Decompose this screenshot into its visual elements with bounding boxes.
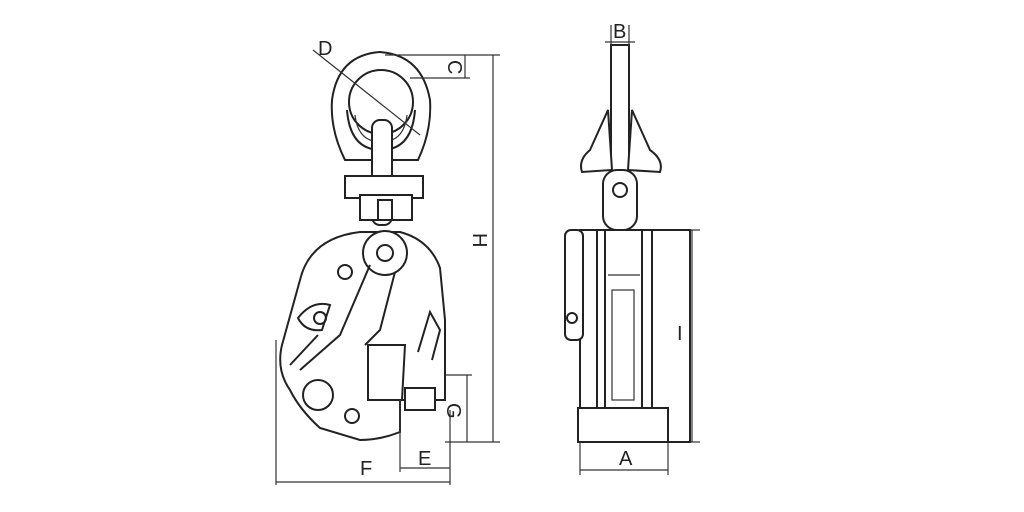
jaw-tooth bbox=[417, 309, 442, 361]
label-H: H bbox=[468, 233, 490, 247]
side-gusset-right bbox=[626, 109, 662, 174]
side-link-pin bbox=[612, 182, 628, 198]
lower-hole bbox=[344, 408, 360, 424]
pivot-pin bbox=[376, 244, 394, 262]
label-B: B bbox=[613, 21, 626, 43]
lower-boss bbox=[302, 379, 334, 411]
dim-D-line bbox=[312, 49, 421, 136]
label-A: A bbox=[619, 448, 633, 470]
body-hole bbox=[337, 264, 353, 280]
pad bbox=[404, 387, 436, 411]
side-handle bbox=[564, 229, 584, 341]
swivel-nut bbox=[377, 199, 393, 221]
front-view: D C H G F E bbox=[275, 38, 500, 485]
side-body bbox=[579, 229, 691, 443]
label-E: E bbox=[418, 448, 431, 470]
side-eye-plate bbox=[610, 44, 630, 186]
lifting-eye bbox=[330, 50, 432, 161]
label-D: D bbox=[318, 38, 332, 60]
handle-hole bbox=[313, 311, 327, 325]
side-view: B I A bbox=[564, 21, 700, 475]
side-cam bbox=[611, 289, 635, 401]
label-F: F bbox=[360, 458, 372, 480]
pivot-boss bbox=[362, 230, 408, 276]
label-C: C bbox=[443, 60, 465, 74]
spring bbox=[289, 334, 319, 366]
side-handle-hole bbox=[566, 312, 578, 324]
jaw bbox=[367, 344, 407, 401]
label-G: G bbox=[442, 403, 464, 419]
side-gusset-left bbox=[580, 109, 614, 174]
label-I: I bbox=[677, 323, 683, 345]
side-bottom bbox=[577, 407, 669, 443]
side-link bbox=[602, 169, 638, 231]
cam-lever bbox=[299, 264, 396, 371]
